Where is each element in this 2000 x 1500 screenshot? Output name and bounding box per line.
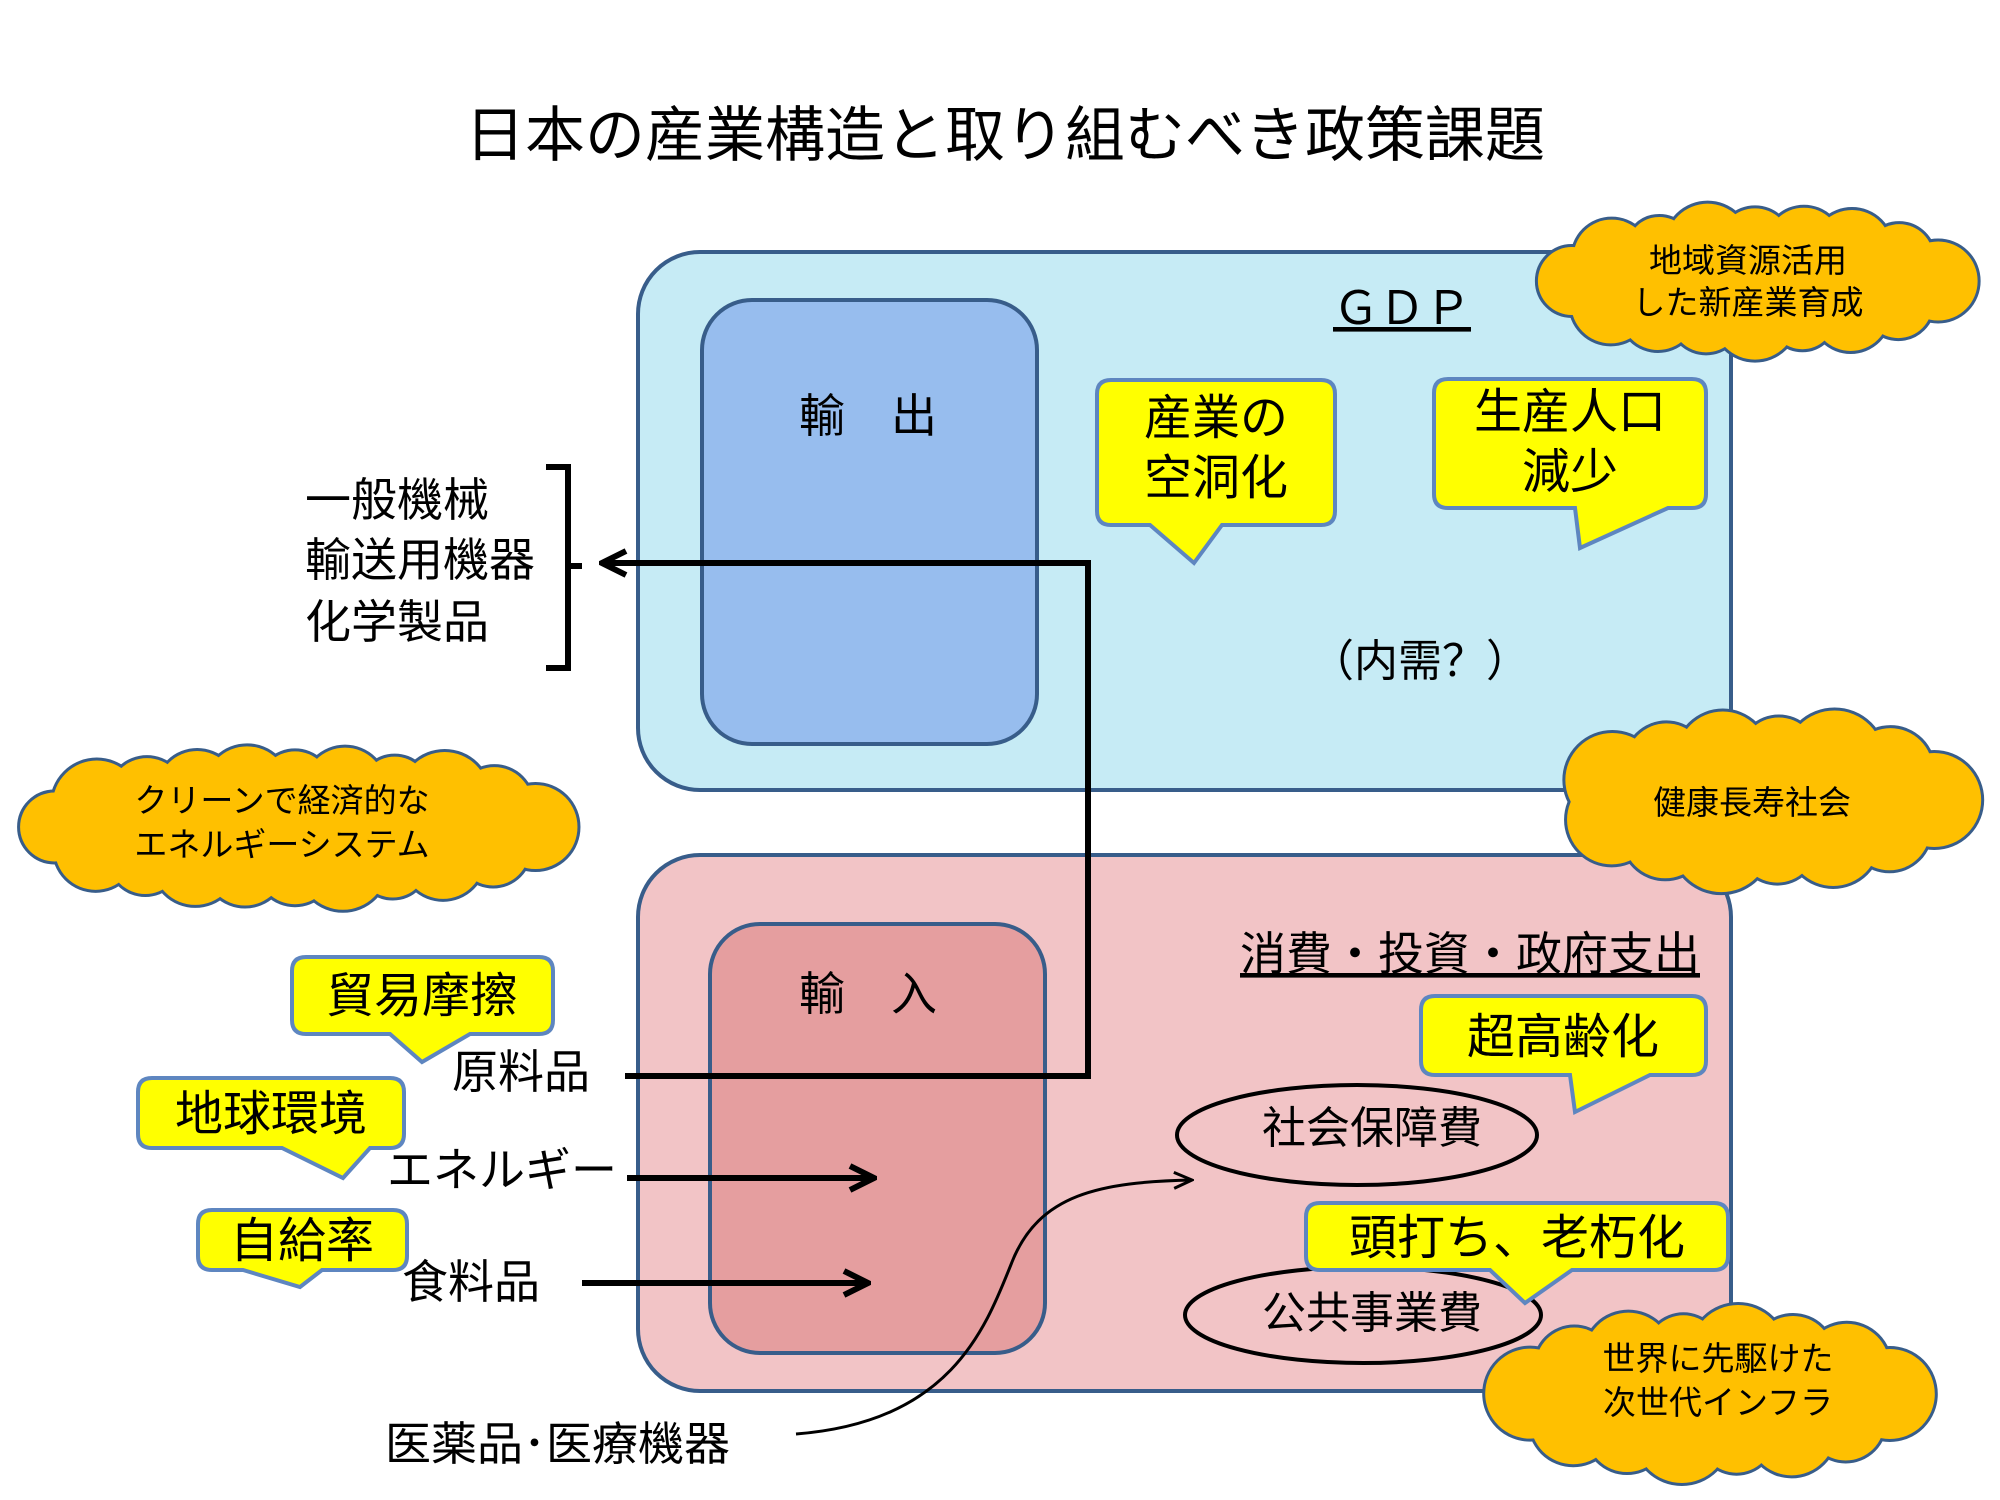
cloud-puff <box>456 767 533 843</box>
cloud-clean-energy-line-1: クリーンで経済的な <box>134 781 429 820</box>
callout-global-environment-text: 地球環境 <box>175 1086 367 1142</box>
import-raw-materials-label: 原料品 <box>452 1045 590 1099</box>
cloud-puff <box>1865 224 1934 293</box>
cloud-puff <box>1812 274 1890 351</box>
callout-workforce-line-2: 減少 <box>1522 444 1618 500</box>
callout-self-sufficiency-text: 自給率 <box>230 1213 374 1269</box>
cloud-clean-energy: クリーンで経済的な エネルギーシステム <box>17 743 581 913</box>
callout-hollowing: 産業の 空洞化 <box>1095 378 1337 566</box>
cloud-clean-energy-line-2: エネルギーシステム <box>134 825 429 864</box>
domestic-demand-label: （内需？） <box>1310 636 1530 687</box>
public-works-label: 公共事業費 <box>1262 1288 1482 1339</box>
cloud-health-longevity: 健康長寿社会 <box>1562 707 1985 896</box>
export-bracket <box>546 464 582 671</box>
callout-plateau: 頭打ち、老朽化 <box>1304 1201 1730 1306</box>
callout-hollowing-line-1: 産業の <box>1144 390 1288 446</box>
callout-workforce: 生産人口 減少 <box>1432 377 1708 551</box>
cloud-puff <box>1677 711 1769 803</box>
callout-self-sufficiency: 自給率 <box>196 1208 409 1290</box>
callout-global-environment: 地球環境 <box>136 1076 406 1181</box>
export-item: 化学製品 <box>305 595 489 649</box>
medical-to-social-security-arrow <box>795 1180 1192 1436</box>
callout-hollowing-shape <box>1095 378 1337 566</box>
callout-workforce-shape <box>1432 377 1708 551</box>
import-energy-label: エネルギー <box>387 1143 617 1197</box>
social-security-label: 社会保障費 <box>1262 1103 1482 1154</box>
cloud-puff <box>1848 728 1933 813</box>
callout-aging-text: 超高齢化 <box>1467 1009 1659 1065</box>
demand-box: 輸 入 消費・投資・政府支出 社会保障費 <box>636 853 1733 1393</box>
callout-aging: 超高齢化 <box>1419 994 1708 1116</box>
cloud-puff <box>1584 1312 1673 1400</box>
callout-trade-friction-text: 貿易摩擦 <box>326 968 518 1024</box>
import-medical-label: 医薬品･医療機器 <box>385 1417 730 1471</box>
callout-workforce-line-1: 生産人口 <box>1474 384 1666 440</box>
callout-plateau-shape <box>1304 1201 1730 1306</box>
export-label: 輸 出 <box>799 389 937 443</box>
callout-hollowing-line-2: 空洞化 <box>1144 450 1288 506</box>
cloud-health-text: 健康長寿社会 <box>1653 783 1851 822</box>
cloud-puff <box>1747 1388 1836 1476</box>
export-item: 一般機械 <box>305 473 489 527</box>
callout-trade-friction: 貿易摩擦 <box>290 955 555 1065</box>
import-box <box>708 922 1047 1355</box>
gdp-heading: ＧＤＰ <box>1333 281 1471 335</box>
callout-plateau-text: 頭打ち、老朽化 <box>1349 1210 1685 1266</box>
callout-global-environment-shape <box>136 1076 406 1181</box>
import-label: 輸 入 <box>799 967 937 1021</box>
cloud-next-gen-infrastructure: 世界に先駆けた 次世代インフラ <box>1482 1301 1938 1487</box>
demand-heading: 消費・投資・政府支出 <box>1240 927 1700 981</box>
page-title: 日本の産業構造と取り組むべき政策課題 <box>465 101 1545 171</box>
cloud-puff <box>1803 1323 1890 1410</box>
cloud-regional-line-1: 地域資源活用 <box>1649 241 1847 280</box>
social-security-ellipse <box>1175 1083 1539 1187</box>
import-food-label: 食料品 <box>402 1255 540 1309</box>
export-items: 一般機械 輸送用機器 化学製品 <box>305 464 582 671</box>
cloud-infrastructure-line-2: 次世代インフラ <box>1603 1383 1833 1422</box>
callout-trade-friction-shape <box>290 955 555 1065</box>
export-box <box>700 298 1039 746</box>
callout-aging-shape <box>1419 994 1708 1116</box>
cloud-infrastructure-line-1: 世界に先駆けた <box>1603 1339 1834 1378</box>
raw-materials-to-exports-arrow <box>602 563 1091 1079</box>
cloud-regional-industry: 地域資源活用 した新産業育成 <box>1534 200 1981 363</box>
callout-self-sufficiency-shape <box>196 1208 409 1290</box>
export-item: 輸送用機器 <box>305 533 535 587</box>
cloud-regional-line-2: した新産業育成 <box>1633 283 1864 322</box>
